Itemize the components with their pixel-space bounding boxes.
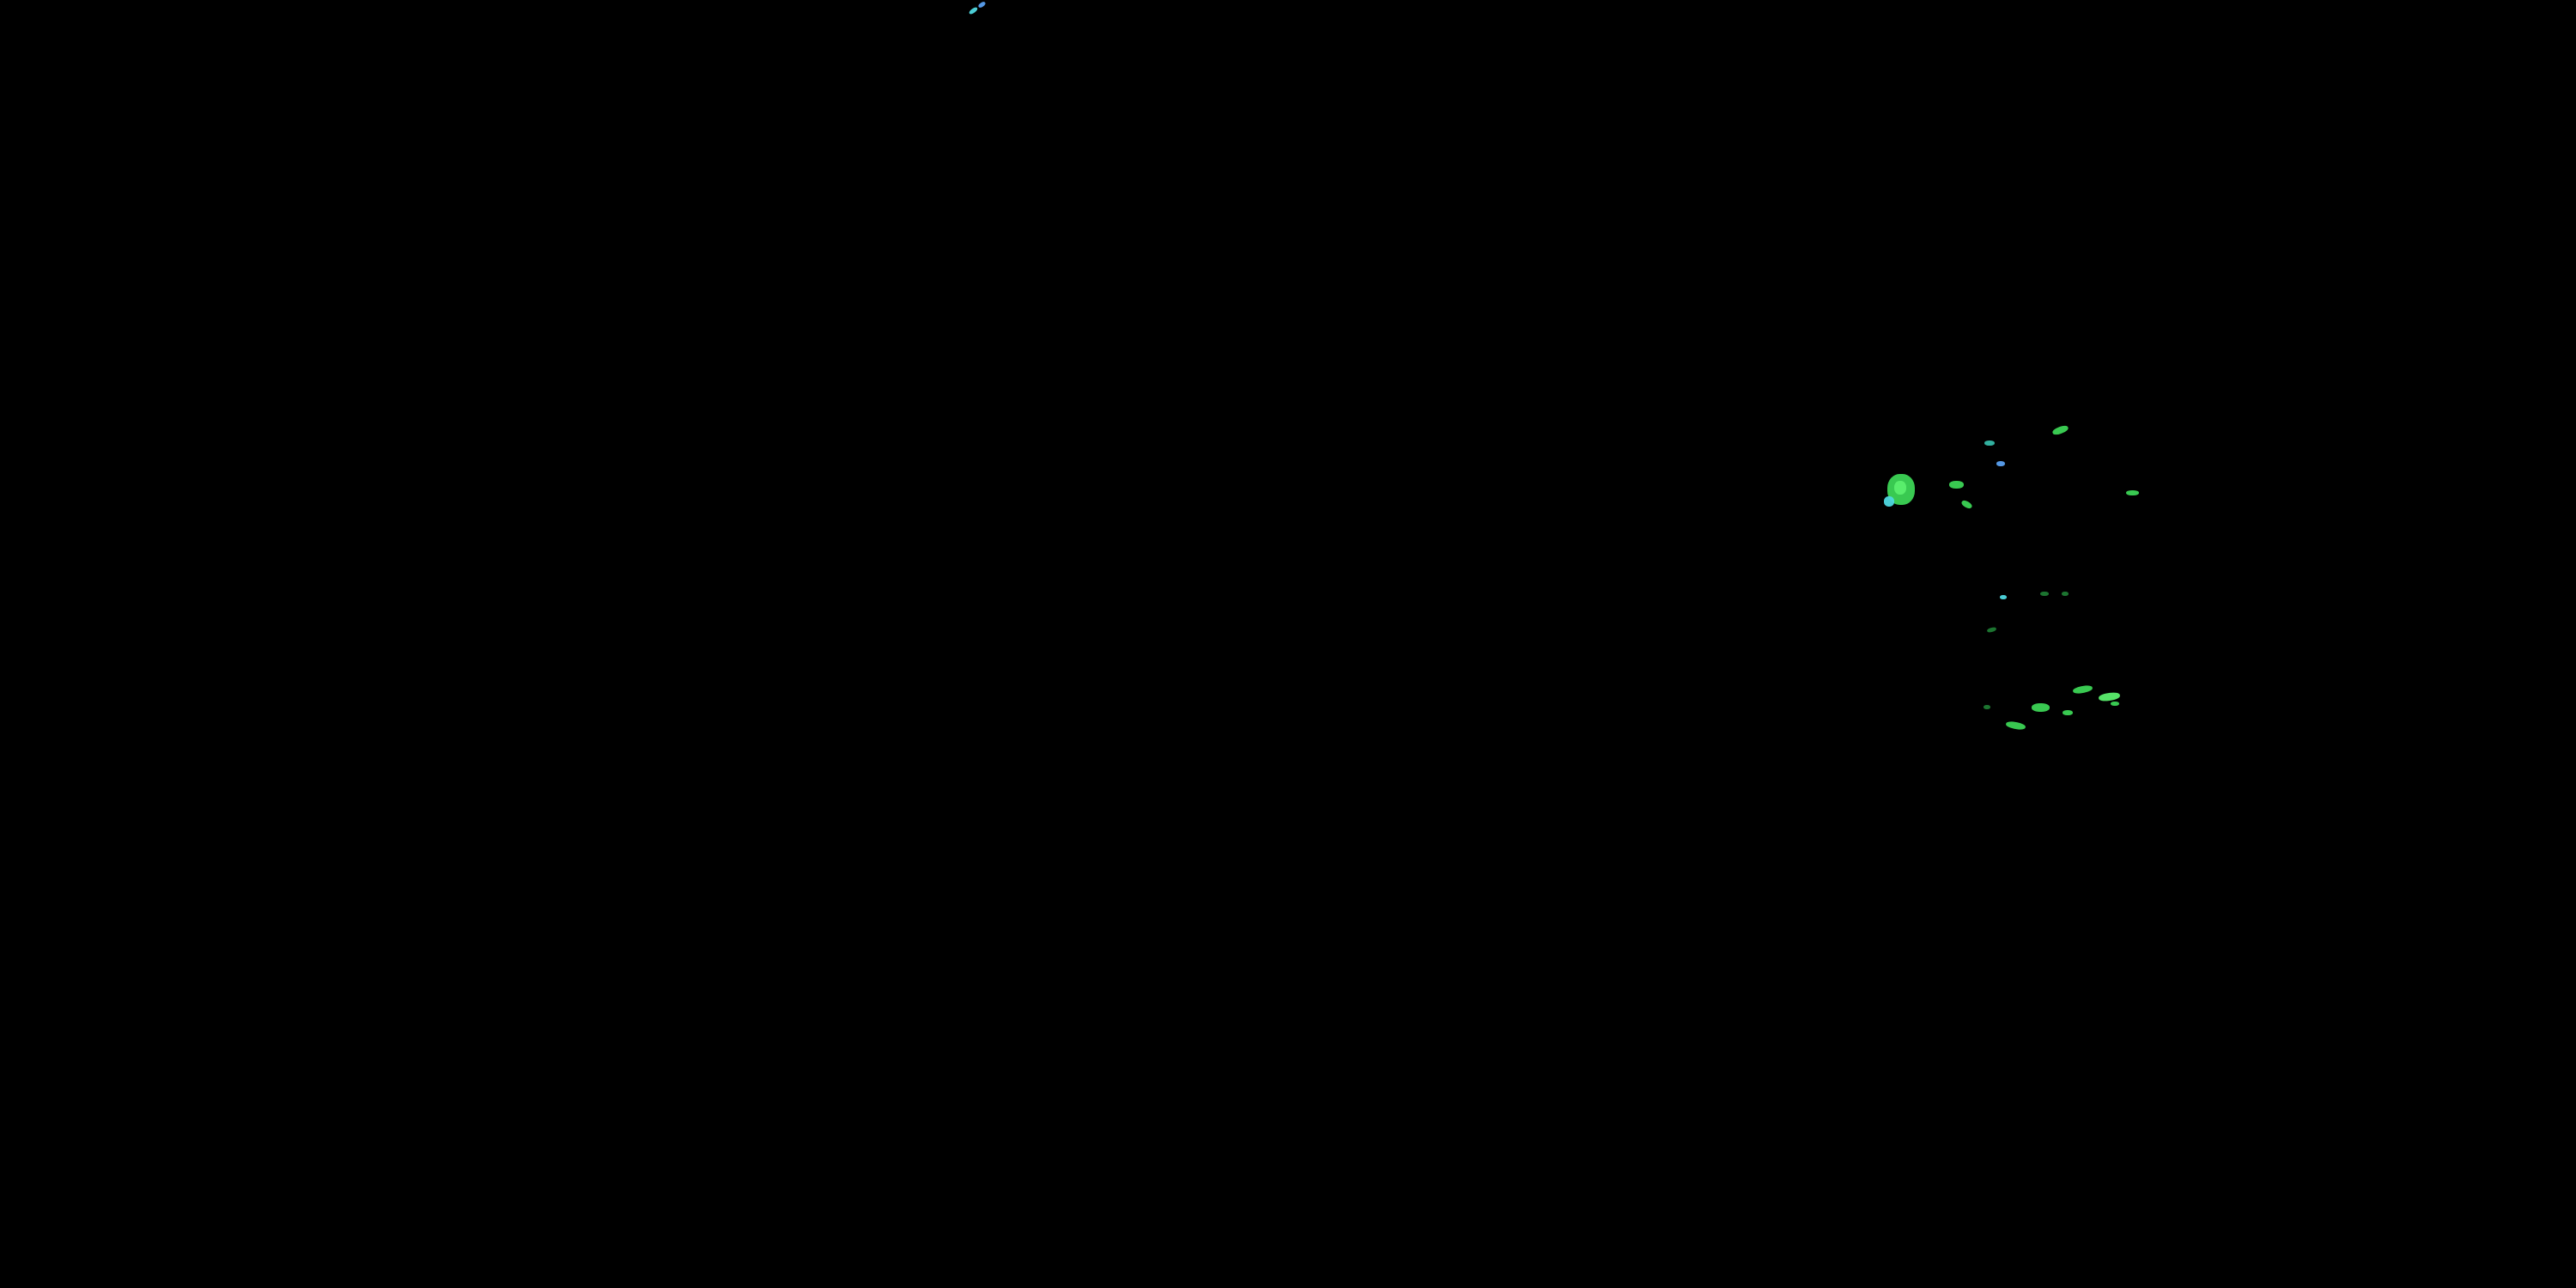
radar-echo bbox=[1884, 496, 1894, 507]
radar-echo bbox=[2098, 691, 2121, 702]
radar-echo bbox=[2032, 703, 2050, 712]
radar-echo bbox=[1986, 626, 1997, 634]
radar-echo bbox=[1984, 440, 1995, 446]
radar-echo bbox=[2051, 423, 2069, 437]
radar-echo bbox=[2040, 592, 2049, 596]
radar-echo bbox=[2072, 684, 2093, 695]
radar-echo bbox=[2005, 720, 2026, 731]
radar-echo bbox=[2000, 595, 2007, 599]
radar-echo bbox=[977, 0, 987, 9]
radar-echo bbox=[2111, 702, 2119, 706]
radar-echo bbox=[1984, 705, 1990, 709]
radar-echo bbox=[1894, 481, 1906, 495]
radar-echo bbox=[1960, 499, 1973, 510]
radar-echo bbox=[968, 6, 979, 15]
radar-echo bbox=[2126, 490, 2139, 495]
radar-echo bbox=[2062, 592, 2069, 596]
radar-echo bbox=[2063, 710, 2073, 715]
radar-echo bbox=[1996, 461, 2005, 466]
radar-echo bbox=[1949, 481, 1964, 489]
